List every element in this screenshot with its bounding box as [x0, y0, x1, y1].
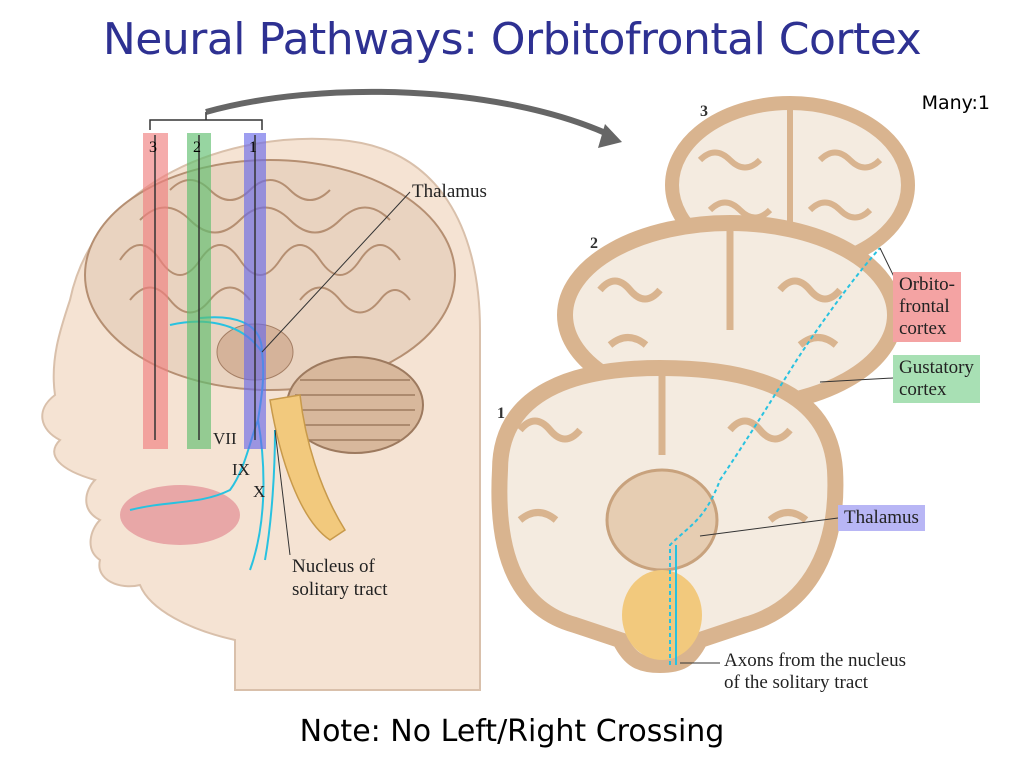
gustatory-label: Gustatory cortex	[893, 355, 980, 403]
pathway-right	[669, 247, 881, 665]
bracket	[149, 112, 263, 130]
thalamus-leader	[261, 191, 411, 353]
cerebellum-folds	[295, 379, 415, 441]
ratio-label: Many:1	[921, 92, 990, 114]
section-number-2: 2	[590, 235, 598, 252]
orbitofrontal-line1: Orbito-	[899, 274, 955, 295]
nerve-vii: VII	[213, 429, 237, 448]
nerve-x: X	[253, 482, 265, 501]
thalamus-right-leader	[699, 517, 839, 537]
arrow-head	[598, 124, 622, 148]
slide-title: Neural Pathways: Orbitofrontal Cortex	[102, 14, 922, 65]
gustatory-leader	[819, 377, 894, 383]
crossing-note: Note: No Left/Right Crossing	[299, 714, 725, 749]
thalamus-right-label: Thalamus	[838, 505, 925, 531]
nerve-ix: IX	[232, 460, 250, 479]
coronal-sections: 3 2 1	[491, 96, 915, 674]
strip-label-2: 2	[193, 139, 201, 156]
brain	[84, 159, 456, 391]
section-1: 1	[491, 359, 844, 674]
head-thalamus-label: Thalamus	[412, 181, 487, 202]
tongue	[120, 485, 240, 545]
strip-label-3: 3	[149, 139, 157, 156]
nucleus-label-line1: Nucleus of	[292, 556, 376, 577]
brainstem	[269, 394, 347, 541]
section-number-1: 1	[497, 405, 505, 422]
section-number-3: 3	[700, 103, 708, 120]
gustatory-line2: cortex	[899, 379, 947, 400]
gustatory-line1: Gustatory	[899, 357, 974, 378]
axons-line2: of the solitary tract	[724, 672, 869, 693]
section-strips: 3 2 1	[143, 112, 266, 449]
orbitofrontal-line2: frontal	[899, 296, 950, 317]
axons-label: Axons from the nucleus of the solitary t…	[724, 650, 906, 694]
orbitofrontal-label: Orbito- frontal cortex	[893, 272, 961, 342]
orbitofrontal-line3: cortex	[899, 318, 947, 339]
curved-arrow	[205, 88, 612, 138]
nucleus-leader	[274, 429, 291, 556]
axons-line1: Axons from the nucleus	[724, 650, 907, 671]
nucleus-label-line2: solitary tract	[292, 579, 388, 600]
strip-label-1: 1	[249, 139, 257, 156]
